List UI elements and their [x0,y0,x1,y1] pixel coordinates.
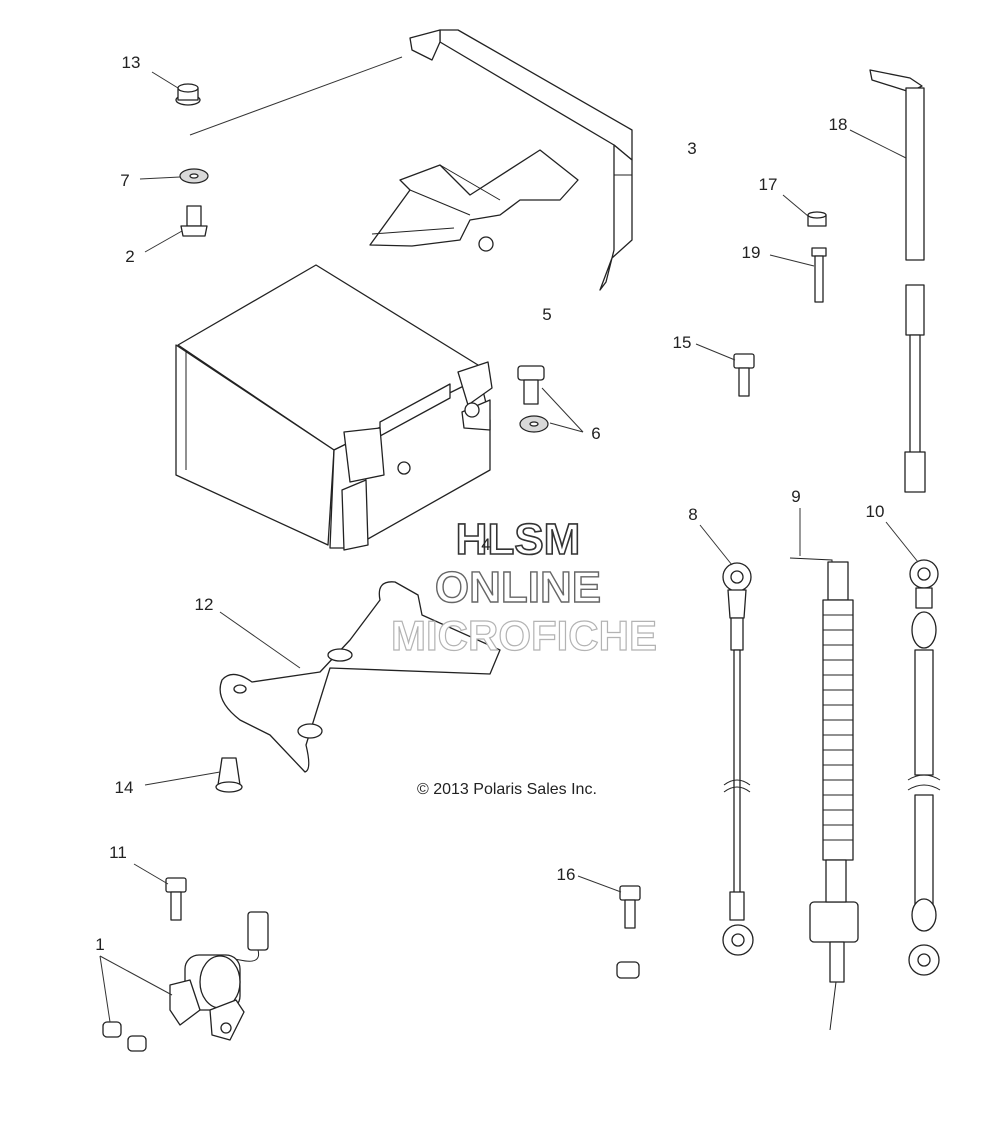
part-17-nut [782,194,827,227]
part-13-nut [151,71,201,106]
part-15-screw [695,343,755,397]
part-1-solenoid [99,911,269,1052]
callout-2: 2 [125,247,134,266]
callout-11: 11 [109,843,127,862]
part-11-screw [133,863,187,921]
copyright-notice: © 2013 Polaris Sales Inc. [417,781,597,798]
part-8-cable [699,524,754,956]
callout-7: 7 [120,171,129,190]
part-2-bolt [144,205,208,253]
part-14-fastener [144,757,243,793]
watermark-line-3: MICROFICHE [391,612,657,659]
callout-5: 5 [542,305,551,324]
callout-6: 6 [591,424,600,443]
callout-13: 13 [122,53,141,72]
callout-18: 18 [829,115,848,134]
part-12-bracket [219,581,501,773]
callouts: 13 7 2 3 5 6 4 18 17 19 15 8 9 10 12 14 … [95,53,884,954]
watermark-line-2: ONLINE [435,563,601,612]
callout-19: 19 [742,243,761,262]
part-6-bolt-washer [517,365,584,433]
part-9-harness [789,508,859,1031]
part-3-battery-strap [189,29,633,291]
part-10-cable [885,521,941,976]
watermark: HLSM ONLINE MICROFICHE [390,514,657,659]
callout-16: 16 [557,865,576,884]
callout-3: 3 [687,139,696,158]
callout-17: 17 [759,175,778,194]
callout-4: 4 [481,535,490,554]
callout-10: 10 [866,502,885,521]
callout-14: 14 [115,778,134,797]
callout-12: 12 [195,595,214,614]
part-19-stud [769,247,827,303]
callout-9: 9 [791,487,800,506]
part-5-battery-cover [369,149,579,252]
callout-1: 1 [95,935,104,954]
callout-15: 15 [673,333,692,352]
callout-8: 8 [688,505,697,524]
part-18-cable [849,69,926,493]
part-7-washer [139,168,209,184]
watermark-line-1: HLSM [456,515,581,564]
part-16-screw-nut [577,875,641,979]
part-4-battery [175,264,493,551]
